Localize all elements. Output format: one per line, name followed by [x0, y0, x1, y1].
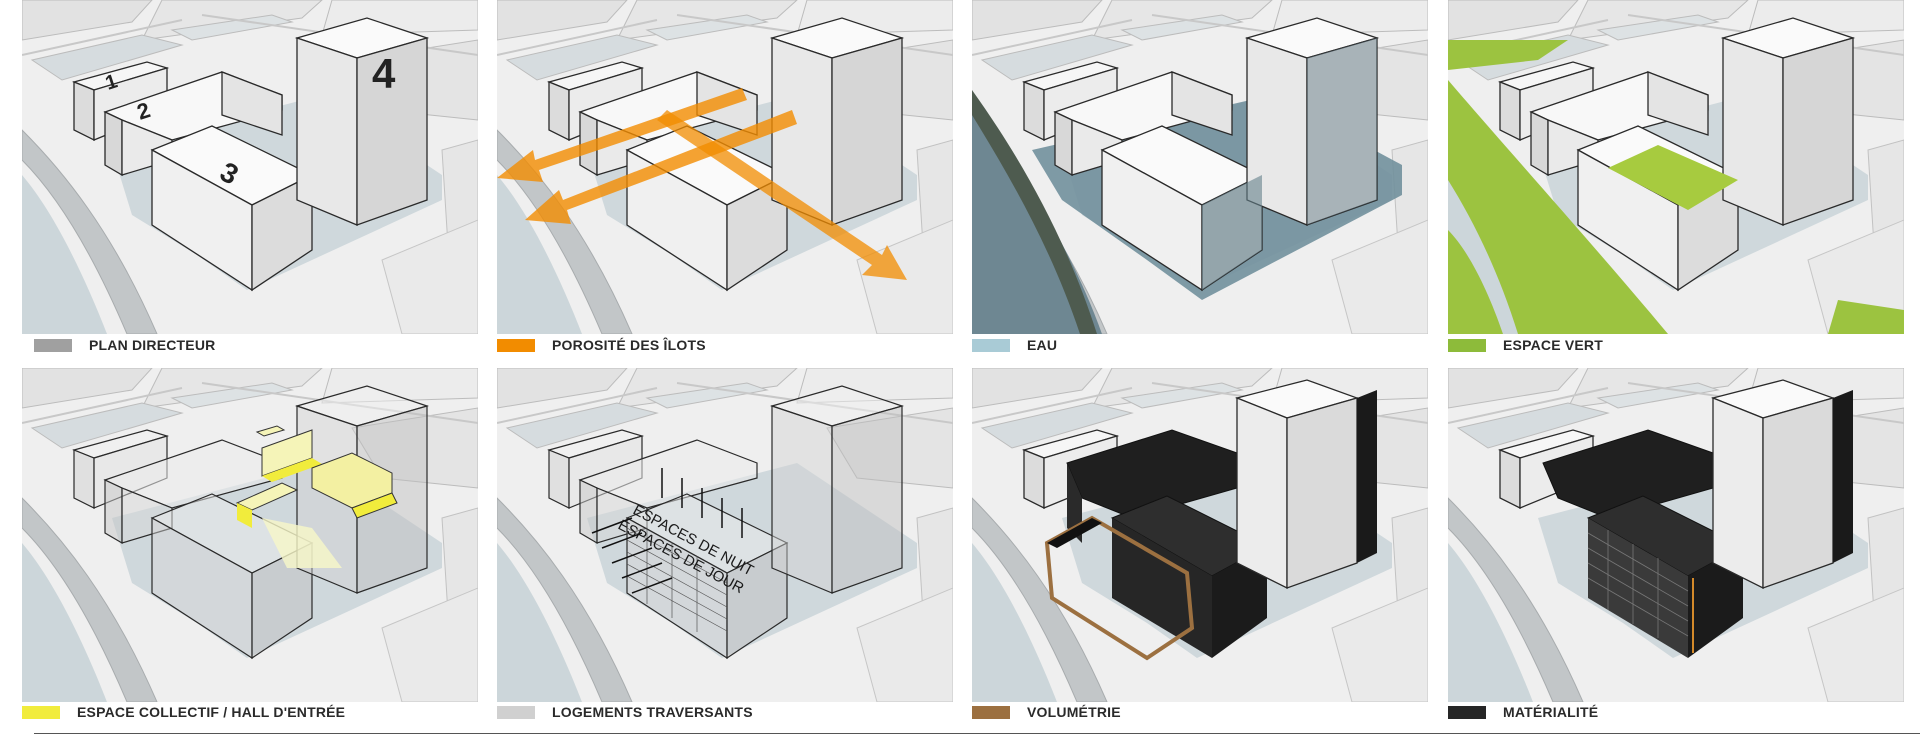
legend-swatch [22, 705, 60, 719]
legend-eau: EAU [972, 336, 1057, 354]
diagram-plan-directeur: 1 2 3 4 [22, 0, 478, 334]
legend-porosite-des-ilots: POROSITÉ DES ÎLOTS [497, 336, 706, 354]
legend-swatch [497, 338, 535, 352]
building-label-4: 4 [372, 50, 396, 97]
legend-logements-traversants: LOGEMENTS TRAVERSANTS [497, 703, 753, 721]
legend-label: LOGEMENTS TRAVERSANTS [552, 704, 753, 720]
diagram-espace-vert [1448, 0, 1904, 334]
legend-plan-directeur: PLAN DIRECTEUR [34, 336, 215, 354]
legend-label: EAU [1027, 337, 1058, 353]
legend-materialite: MATÉRIALITÉ [1448, 703, 1598, 721]
diagram-eau [972, 0, 1428, 334]
legend-volumetrie: VOLUMÉTRIE [972, 703, 1121, 721]
legend-swatch [497, 705, 535, 719]
diagram-porosite-des-ilots [497, 0, 953, 334]
legend-swatch [972, 705, 1010, 719]
legend-swatch [972, 338, 1010, 352]
legend-label: VOLUMÉTRIE [1027, 704, 1121, 720]
diagram-materialite [1448, 368, 1904, 702]
legend-swatch [1448, 338, 1486, 352]
legend-espace-vert: ESPACE VERT [1448, 336, 1603, 354]
legend-swatch [34, 338, 72, 352]
legend-label: ESPACE COLLECTIF / HALL D'ENTRÉE [77, 704, 346, 720]
diagram-espace-collectif [22, 368, 478, 702]
diagram-logements-traversants: ESPACES DE NUIT ESPACES DE JOUR [497, 368, 953, 702]
bottom-divider [34, 733, 1920, 734]
legend-label: PLAN DIRECTEUR [89, 337, 216, 353]
diagram-volumetrie [972, 368, 1428, 702]
legend-swatch [1448, 705, 1486, 719]
legend-label: POROSITÉ DES ÎLOTS [552, 337, 706, 353]
legend-espace-collectif: ESPACE COLLECTIF / HALL D'ENTRÉE [22, 703, 345, 721]
legend-label: ESPACE VERT [1503, 337, 1603, 353]
legend-label: MATÉRIALITÉ [1503, 704, 1599, 720]
